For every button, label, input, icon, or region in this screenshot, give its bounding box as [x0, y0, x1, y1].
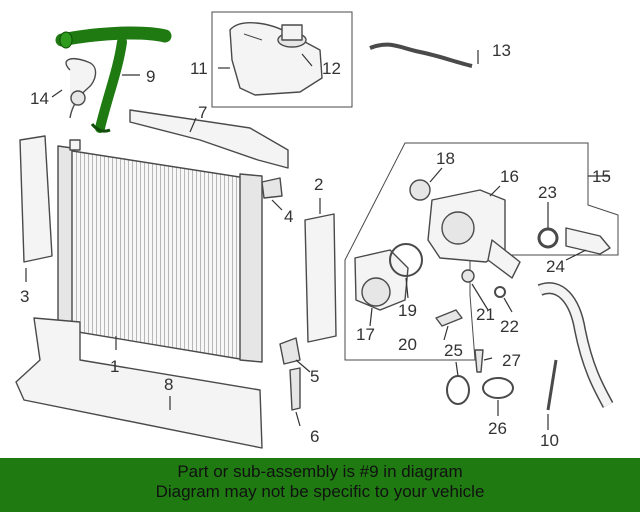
- callout-3: 3: [20, 287, 29, 306]
- callout-26: 26: [488, 419, 507, 438]
- side-seal[interactable]: [304, 213, 337, 343]
- callout-20: 20: [398, 335, 417, 354]
- hose-part[interactable]: [65, 58, 97, 119]
- callout-19: 19: [398, 301, 417, 320]
- callout-18: 18: [436, 149, 455, 168]
- bolt-27[interactable]: [474, 349, 484, 373]
- gasket-19[interactable]: [389, 243, 423, 277]
- banner-line-1: Part or sub-assembly is #9 in diagram: [177, 462, 463, 481]
- sensor-20[interactable]: [435, 309, 463, 327]
- banner-line-2: Diagram may not be specific to your vehi…: [155, 482, 485, 501]
- outlet-24[interactable]: [565, 227, 611, 255]
- callout-1: 1: [110, 357, 119, 376]
- callout-25: 25: [444, 341, 463, 360]
- water-outlet-housing[interactable]: [427, 189, 521, 279]
- thermostat-housing[interactable]: [354, 249, 409, 311]
- callout-10: 10: [540, 431, 559, 450]
- seal-22[interactable]: [494, 286, 506, 298]
- callout-7: 7: [198, 103, 207, 122]
- upper-bracket[interactable]: [129, 109, 289, 169]
- plug-21[interactable]: [461, 269, 475, 283]
- expansion-tank-assembly[interactable]: [211, 11, 353, 108]
- callout-11: 11: [190, 59, 208, 78]
- callout-21: 21: [476, 305, 495, 324]
- info-banner: Part or sub-assembly is #9 in diagram Di…: [0, 458, 640, 512]
- callout-15: 15: [592, 167, 611, 186]
- callout-9: 9: [146, 67, 155, 86]
- callout-16: 16: [500, 167, 519, 186]
- upper-radiator-hose[interactable]: [55, 26, 172, 133]
- leader-lines: [25, 50, 610, 430]
- gasket-25[interactable]: [446, 375, 470, 405]
- callout-12: 12: [322, 59, 341, 78]
- callout-5: 5: [310, 367, 319, 386]
- parts-diagram: 1 2 3 4 5 6 7 8 9 10 11 12 13 14 15 16 1…: [15, 11, 619, 450]
- callout-2: 2: [314, 175, 323, 194]
- callout-14: 14: [30, 89, 49, 108]
- left-deflector[interactable]: [19, 135, 53, 263]
- upper-mount[interactable]: [261, 177, 283, 199]
- gasket-26[interactable]: [482, 377, 514, 399]
- callout-24: 24: [546, 257, 565, 276]
- seal-23[interactable]: [537, 227, 559, 249]
- callout-17: 17: [356, 325, 375, 344]
- thermostat-18[interactable]: [409, 179, 431, 201]
- callout-23: 23: [538, 183, 557, 202]
- callout-6: 6: [310, 427, 319, 446]
- callout-8: 8: [164, 375, 173, 394]
- callout-27: 27: [502, 351, 521, 370]
- overflow-hose[interactable]: [369, 42, 473, 68]
- callout-4: 4: [284, 207, 293, 226]
- sensor-part[interactable]: [289, 367, 301, 411]
- callout-labels: 1 2 3 4 5 6 7 8 9 10 11 12 13 14 15 16 1…: [20, 41, 611, 450]
- lower-mount[interactable]: [279, 337, 301, 365]
- callout-13: 13: [492, 41, 511, 60]
- radiator[interactable]: [57, 139, 263, 363]
- lower-shield[interactable]: [15, 317, 263, 449]
- callout-22: 22: [500, 317, 519, 336]
